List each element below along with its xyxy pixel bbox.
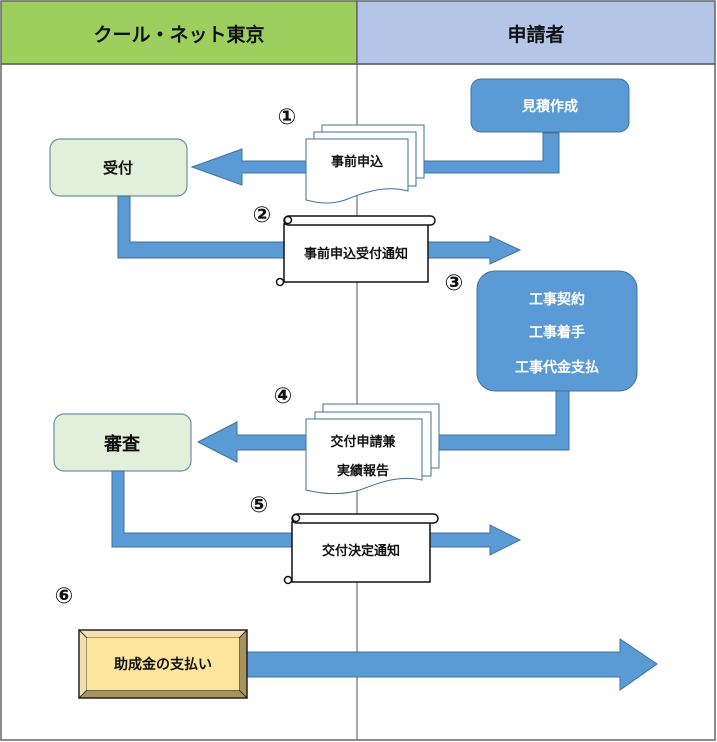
process-contract-line-1: 工事契約	[529, 291, 585, 308]
diagram-border	[0, 63, 716, 741]
document-grant-application-line-2: 実績報告	[337, 463, 389, 479]
process-estimate	[470, 78, 630, 133]
lane-title-applicant: 申請者	[507, 23, 564, 46]
step-6-marker: ⑥	[55, 584, 74, 609]
step-1-marker: ①	[278, 105, 297, 130]
lane-header-applicant	[356, 0, 716, 65]
process-estimate-label: 見積作成	[521, 98, 578, 115]
document-grant-application	[305, 403, 440, 495]
lane-title-cool-net-tokyo: クール・ネット東京	[93, 23, 264, 46]
step-5-marker: ⑤	[250, 493, 269, 518]
process-payment	[78, 629, 248, 699]
process-contract-line-3: 工事代金支払	[515, 359, 599, 376]
scroll-pre-application-notice	[275, 215, 436, 287]
scroll-decision-notice	[283, 513, 439, 585]
process-reception-label: 受付	[103, 159, 133, 177]
process-contract-line-2: 工事着手	[529, 324, 585, 341]
document-grant-application-line-1: 交付申請兼	[330, 434, 396, 450]
step-2-marker: ②	[253, 203, 272, 228]
step-3-marker: ③	[445, 271, 464, 296]
process-review-label: 審査	[103, 433, 140, 455]
scroll-decision-notice-label: 交付決定通知	[322, 543, 400, 559]
document-pre-application-label: 事前申込	[331, 154, 384, 170]
process-payment-label: 助成金の支払い	[114, 656, 212, 673]
scroll-pre-application-notice-label: 事前申込受付通知	[304, 246, 408, 262]
arrow-payment-to-applicant	[245, 638, 658, 691]
step-4-marker: ④	[274, 384, 293, 409]
document-pre-application	[305, 124, 425, 204]
lane-header-cool-net-tokyo	[0, 0, 358, 65]
